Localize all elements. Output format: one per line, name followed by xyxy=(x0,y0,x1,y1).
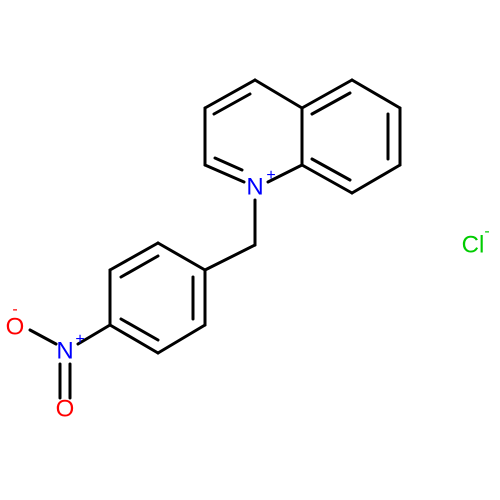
bond xyxy=(76,323,112,346)
bond xyxy=(310,91,352,116)
bond xyxy=(213,156,244,172)
bond xyxy=(350,163,402,195)
nitro-oxygen-charge: - xyxy=(12,301,17,318)
bond xyxy=(253,78,304,110)
bond xyxy=(119,254,160,279)
bond xyxy=(108,323,160,355)
atom-layer: N + N + O - O Cl - xyxy=(6,167,490,422)
bond xyxy=(156,241,207,272)
bond xyxy=(156,323,207,355)
bond-layer xyxy=(28,78,402,400)
bond xyxy=(119,317,160,342)
ring-nitrogen-charge: + xyxy=(266,167,275,184)
chloride-counterion-label: Cl xyxy=(462,231,485,258)
bond xyxy=(203,243,257,272)
bond xyxy=(266,163,304,184)
bond xyxy=(203,163,246,184)
ring-nitrogen-label: N xyxy=(246,173,263,200)
bond xyxy=(350,78,402,110)
nitro-nitrogen-charge: + xyxy=(75,331,84,348)
chloride-counterion-charge: - xyxy=(484,223,489,240)
bond xyxy=(300,163,354,195)
nitro-nitrogen-label: N xyxy=(56,337,73,364)
bond xyxy=(212,92,252,116)
bond xyxy=(310,157,352,182)
bond xyxy=(28,328,58,346)
bond xyxy=(300,78,354,110)
bond xyxy=(203,78,257,110)
bond xyxy=(108,241,160,272)
nitro-oxygen-minus-label: O xyxy=(6,313,25,340)
nitro-oxygen-double-label: O xyxy=(56,395,75,422)
